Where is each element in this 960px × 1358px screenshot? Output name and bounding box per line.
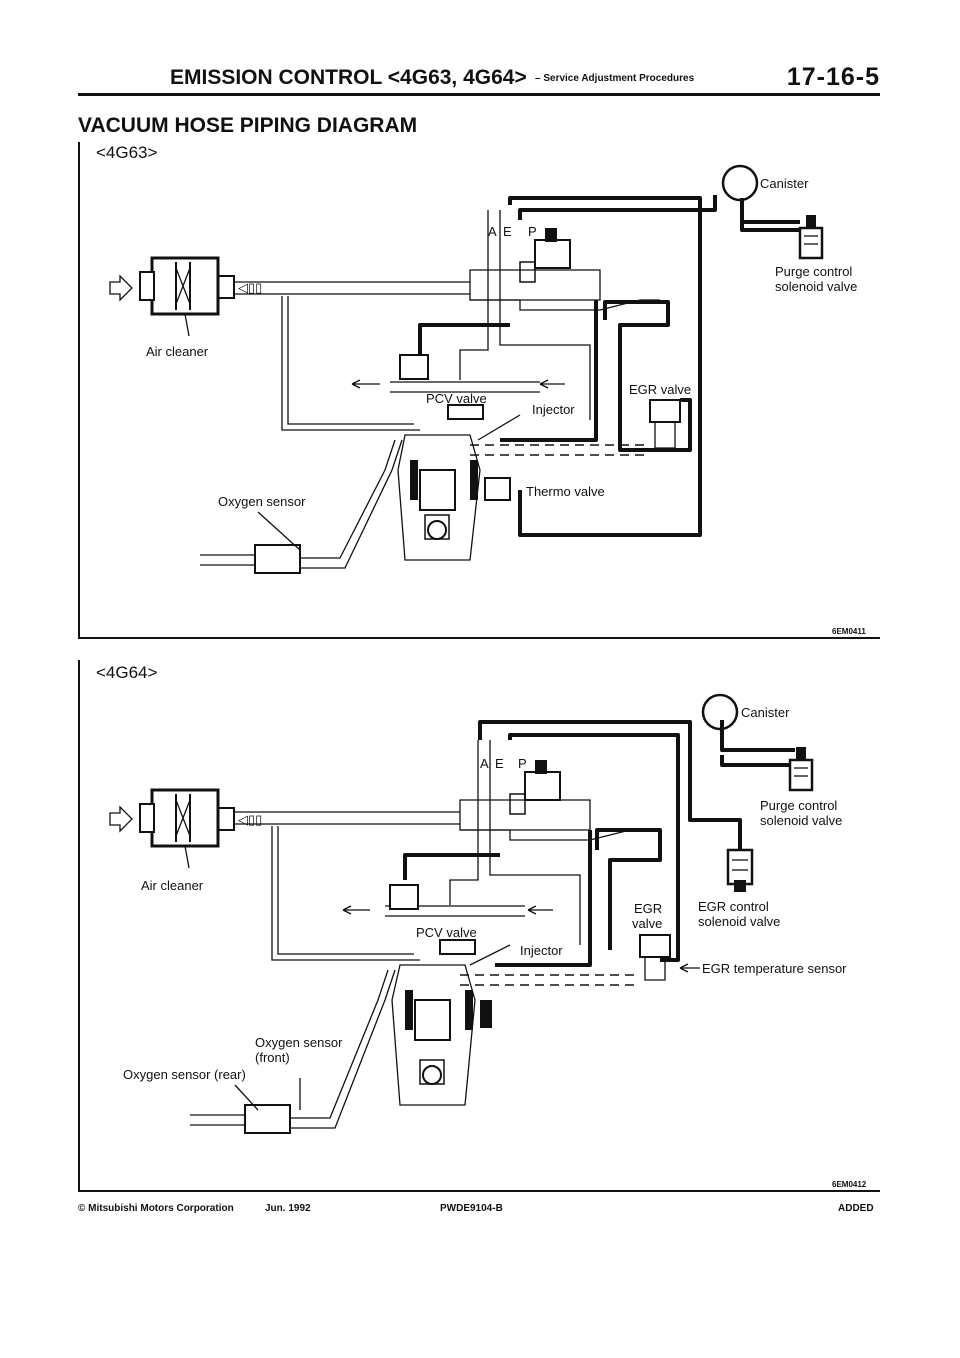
header-subtitle: – Service Adjustment Procedures	[535, 73, 695, 84]
svg-text:◁▯▯: ◁▯▯	[238, 280, 262, 295]
diagram2-code: 6EM0412	[832, 1180, 867, 1189]
egr-control-label-line2: solenoid valve	[698, 914, 780, 929]
purge-label-line2: solenoid valve	[760, 813, 842, 828]
egr-control-label-line1: EGR control	[698, 899, 769, 914]
air-inlet-arrow-icon	[109, 805, 133, 833]
canister-label: Canister	[760, 176, 809, 191]
hose-pcv	[495, 830, 592, 967]
purge-label-line2: solenoid valve	[775, 279, 857, 294]
header-rule	[78, 93, 880, 96]
diagram2-bottom-rule	[78, 1190, 880, 1192]
hose-canister	[478, 720, 742, 850]
footer-doc-code: PWDE9104-B	[440, 1203, 503, 1214]
hose-purge	[518, 195, 800, 232]
egr-valve	[649, 399, 681, 449]
purge-solenoid	[798, 215, 824, 260]
port-e-label: E	[503, 224, 512, 239]
egr-solenoid-top	[509, 760, 561, 815]
port-p-label: P	[528, 224, 537, 239]
diagram2-variant: <4G64>	[96, 663, 158, 682]
oxygen-front-label-line1: Oxygen sensor	[255, 1035, 343, 1050]
egr-valve-label: EGR valve	[629, 382, 691, 397]
footer-copyright: © Mitsubishi Motors Corporation	[78, 1203, 234, 1214]
diagram1-code: 6EM0411	[832, 627, 866, 636]
egr-control-solenoid	[726, 848, 754, 892]
canister-icon	[701, 693, 739, 731]
section-title: VACUUM HOSE PIPING DIAGRAM	[78, 114, 418, 137]
header-title: EMISSION CONTROL <4G63, 4G64>	[170, 66, 527, 89]
egr-valve	[639, 934, 671, 981]
diagram-4g64: ◁▯▯	[109, 693, 847, 1134]
pcv-valve-label: PCV valve	[426, 391, 487, 406]
port-a-label: A	[488, 224, 497, 239]
air-cleaner-label: Air cleaner	[141, 878, 204, 893]
injector-label: Injector	[532, 402, 575, 417]
air-inlet-arrow-icon	[109, 274, 133, 302]
pcv-valve-label: PCV valve	[416, 925, 477, 940]
thermo-valve-label: Thermo valve	[526, 484, 605, 499]
port-e-label: E	[495, 756, 504, 771]
egr-solenoid-top	[519, 228, 571, 283]
svg-text:◁▯▯: ◁▯▯	[238, 812, 262, 827]
page-number: 17-16-5	[786, 63, 880, 91]
oxygen-front-label-line2: (front)	[255, 1050, 290, 1065]
air-cleaner: ◁▯▯	[139, 788, 262, 848]
egr-label-line1: EGR	[634, 901, 662, 916]
hose-pcv	[500, 300, 598, 442]
purge-label-line1: Purge control	[760, 798, 837, 813]
purge-solenoid	[788, 747, 814, 792]
page-header: EMISSION CONTROL <4G63, 4G64> – Service …	[170, 63, 880, 92]
air-cleaner-label: Air cleaner	[146, 344, 209, 359]
footer-status: ADDED	[838, 1203, 874, 1214]
canister-icon	[721, 164, 759, 202]
engine-block	[391, 964, 492, 1106]
footer-date: Jun. 1992	[265, 1203, 311, 1214]
engine-block	[397, 434, 481, 561]
purge-label-line1: Purge control	[775, 264, 852, 279]
diagram1-variant: <4G63>	[96, 143, 158, 162]
injector-label: Injector	[520, 943, 563, 958]
egr-label-line2: valve	[632, 916, 662, 931]
egr-temp-sensor-label: EGR temperature sensor	[702, 961, 847, 976]
diagram-4g63: ◁▯▯	[109, 164, 857, 574]
hose-canister	[508, 196, 702, 537]
port-p-label: P	[518, 756, 527, 771]
hose-egr	[418, 300, 692, 452]
diagram1-left-rule	[78, 142, 80, 639]
hose-egr	[403, 828, 662, 950]
air-cleaner: ◁▯▯	[139, 256, 262, 316]
oxygen-sensor-label: Oxygen sensor	[218, 494, 306, 509]
diagram1-bottom-rule	[78, 637, 880, 639]
oxygen-rear-label: Oxygen sensor (rear)	[123, 1067, 246, 1082]
diagram2-left-rule	[78, 660, 80, 1192]
port-a-label: A	[480, 756, 489, 771]
canister-label: Canister	[741, 705, 790, 720]
